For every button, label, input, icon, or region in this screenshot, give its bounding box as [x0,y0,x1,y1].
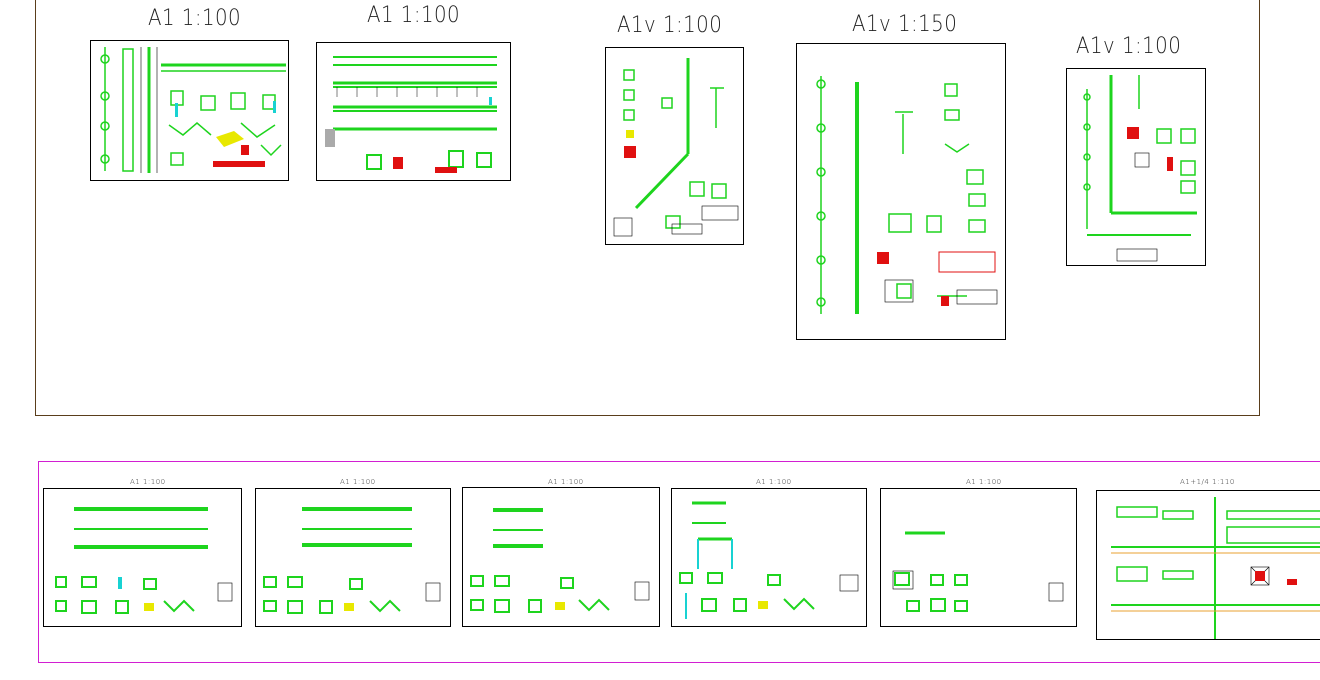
model-space-frame-top [35,0,1260,416]
drawing-sheet[interactable] [1066,68,1206,266]
drawing-sheet[interactable] [880,488,1077,627]
sheet-label-top-5: A1v 1:100 [1076,34,1182,59]
sheet-drawing [55,507,233,614]
sheet-drawing [816,76,998,314]
sheet-label-top-4: A1v 1:150 [852,12,958,37]
sheet-label-top-2: A1 1:100 [367,3,461,28]
sheet-drawing [1083,75,1197,262]
drawing-sheet[interactable] [43,488,242,627]
sheet-label-bottom-3: A1 1:100 [548,478,584,486]
drawing-sheet[interactable] [605,47,744,245]
drawing-sheet[interactable] [462,487,660,627]
sheet-drawing [263,507,441,614]
model-space-frame-bottom [38,461,1320,663]
sheet-drawing [325,56,497,173]
drawing-sheet[interactable] [796,43,1006,340]
sheet-label-top-1: A1 1:100 [148,6,242,31]
drawing-sheet[interactable] [1096,490,1320,640]
sheet-drawing [892,531,1064,612]
sheet-label-bottom-5: A1 1:100 [966,478,1002,486]
sheet-drawing [100,47,286,173]
sheet-label-bottom-6: A1+1/4 1:110 [1180,478,1235,486]
sheet-label-bottom-4: A1 1:100 [756,478,792,486]
drawing-sheet[interactable] [316,42,511,181]
sheet-drawing [613,58,739,237]
sheet-drawing [679,501,859,619]
drawing-sheet[interactable] [671,488,867,627]
drawing-sheet[interactable] [255,488,451,627]
sheet-label-bottom-1: A1 1:100 [130,478,166,486]
drawing-sheet[interactable] [90,40,289,181]
sheet-drawing [470,508,650,613]
sheet-drawing [1111,497,1320,639]
sheet-label-bottom-2: A1 1:100 [340,478,376,486]
sheet-label-top-3: A1v 1:100 [617,13,723,38]
